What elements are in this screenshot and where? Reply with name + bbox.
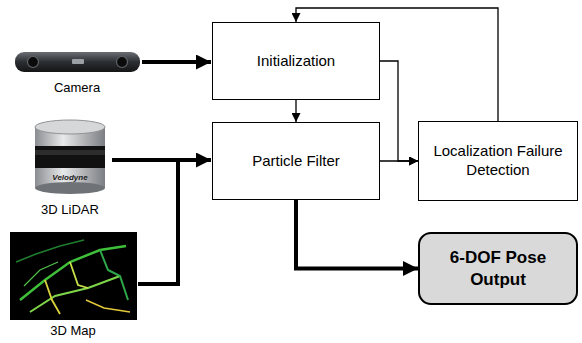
process-box: Localization Failure Detection — [418, 121, 578, 201]
input-wire — [138, 158, 178, 284]
box-text: Initialization — [257, 52, 335, 71]
map-picture — [10, 232, 137, 320]
output-box: 6-DOF Pose Output — [418, 232, 578, 305]
input-arrow — [142, 60, 211, 64]
lidar-picture — [35, 120, 105, 194]
input-arrow — [112, 158, 211, 162]
device-label: 3D Map — [50, 323, 96, 338]
connector-arrow — [380, 61, 418, 161]
device-label: Camera — [54, 80, 100, 95]
brand-logo: Velodyne — [52, 173, 87, 182]
box-text: 6-DOF Pose Output — [436, 247, 560, 290]
connector-arrow — [296, 200, 418, 269]
box-text: Localization Failure Detection — [427, 142, 569, 180]
process-box: Particle Filter — [212, 122, 380, 200]
process-box: Initialization — [212, 22, 380, 100]
box-text: Particle Filter — [252, 152, 340, 171]
connector-arrow — [295, 100, 296, 122]
connector-arrow — [380, 160, 418, 161]
camera-picture — [15, 52, 140, 72]
device-label: 3D LiDAR — [41, 202, 99, 217]
